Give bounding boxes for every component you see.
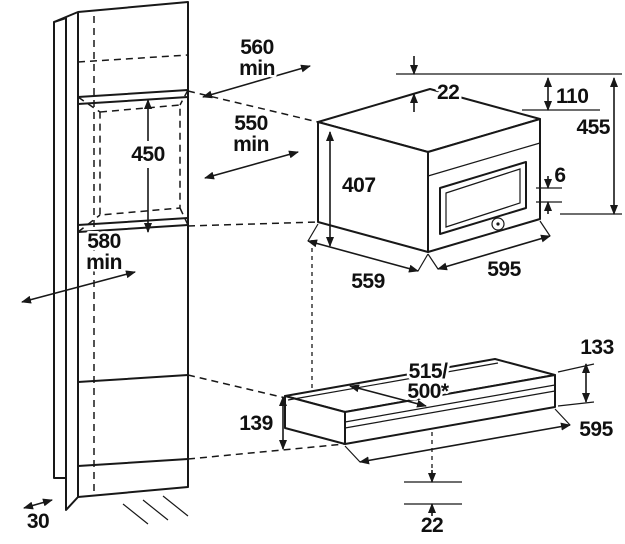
dim-appliance-width-ticks: [427, 220, 551, 270]
dim-label-oven-niche-height: 450: [131, 143, 165, 166]
dim-appliance-depth-ticks: [307, 223, 429, 272]
dim-carcass-height: 407: [326, 131, 379, 247]
dim-label-bottom-clearance: 22: [421, 514, 443, 537]
oven-door-window: [439, 161, 527, 235]
dim-drawer-depth: 515/ 500*: [349, 358, 453, 408]
tall-cabinet: [53, 1, 189, 525]
dim-label-niche-width-suffix: min: [239, 57, 275, 80]
dim-label-tall-niche-height: 580: [87, 230, 121, 253]
dim-niche-width-line: [202, 64, 311, 99]
dim-drawer-width-line: [359, 422, 571, 465]
dim-tall-niche-height: 580 min: [21, 228, 136, 304]
dim-plinth-recess: 30: [23, 498, 53, 536]
dim-appliance-width: 595: [427, 220, 551, 284]
dim-label-appliance-depth: 559: [351, 270, 385, 293]
dim-label-tall-niche-height-suffix: min: [86, 251, 122, 274]
dim-drawer-width: 595: [344, 408, 617, 465]
dim-label-drawer-niche-height: 139: [239, 412, 273, 435]
dim-label-door-clearance: 6: [554, 164, 565, 187]
dim-drawer-height-extensions: [557, 363, 595, 407]
oven-control-knob: [491, 217, 505, 231]
oven-front-face: [427, 118, 541, 253]
dim-label-niche-depth-suffix: min: [233, 133, 269, 156]
dim-label-control-panel-height: 110: [556, 85, 588, 108]
dim-control-panel-height: 110: [522, 77, 600, 111]
dim-oven-niche-height: 450: [129, 99, 168, 233]
dim-drawer-depth-line: [349, 384, 427, 408]
dim-label-drawer-depth-primary: 515/: [409, 360, 449, 383]
dim-label-appliance-height: 455: [576, 116, 610, 139]
dim-label-niche-width: 560: [240, 36, 274, 59]
oven-control-knob-center: [496, 222, 500, 226]
niche-interior-hidden-edges: [77, 89, 189, 233]
dim-appliance-depth-line: [307, 239, 419, 273]
oven-door-window-inner: [445, 168, 521, 228]
dim-label-drawer-depth-secondary: 500*: [407, 380, 450, 403]
dim-top-clearance: 22: [396, 56, 622, 112]
oven-insertion-guides: [187, 90, 319, 227]
cabinet-niche-edges: [77, 89, 189, 467]
dim-bottom-clearance-extensions: [404, 481, 462, 505]
dim-tall-niche-height-line: [21, 270, 136, 304]
dim-bottom-clearance: 22: [404, 470, 462, 540]
dim-label-appliance-width: 595: [487, 258, 521, 281]
dim-niche-depth: 550 min: [204, 110, 299, 180]
dim-label-drawer-height: 133: [580, 336, 614, 359]
dim-appliance-width-line: [437, 234, 551, 271]
compact-oven: [317, 88, 541, 253]
dim-label-drawer-width: 595: [579, 418, 613, 441]
dim-niche-width: 560 min: [202, 34, 311, 99]
oven-control-panel-divider: [427, 142, 541, 177]
dim-label-carcass-height: 407: [342, 174, 376, 197]
cabinet-hidden-edges: [77, 16, 189, 494]
dim-door-clearance: 6: [536, 162, 569, 214]
floor-hatching: [122, 495, 189, 525]
dim-plinth-recess-line: [23, 498, 53, 510]
dim-appliance-height: 455: [560, 77, 622, 215]
dim-drawer-niche-height: 139: [237, 396, 287, 450]
dim-drawer-width-ticks: [344, 408, 571, 463]
drawer-front-grooves: [344, 384, 556, 429]
dim-appliance-depth: 559: [307, 223, 429, 296]
dim-drawer-height: 133: [557, 334, 617, 407]
dim-niche-depth-line: [204, 150, 299, 180]
cabinet-edges: [53, 1, 189, 511]
dim-label-niche-depth: 550: [234, 112, 268, 135]
dim-label-plinth-recess: 30: [27, 510, 49, 533]
dim-label-top-clearance: 22: [437, 81, 459, 104]
drawer-lid-edge: [287, 362, 499, 401]
